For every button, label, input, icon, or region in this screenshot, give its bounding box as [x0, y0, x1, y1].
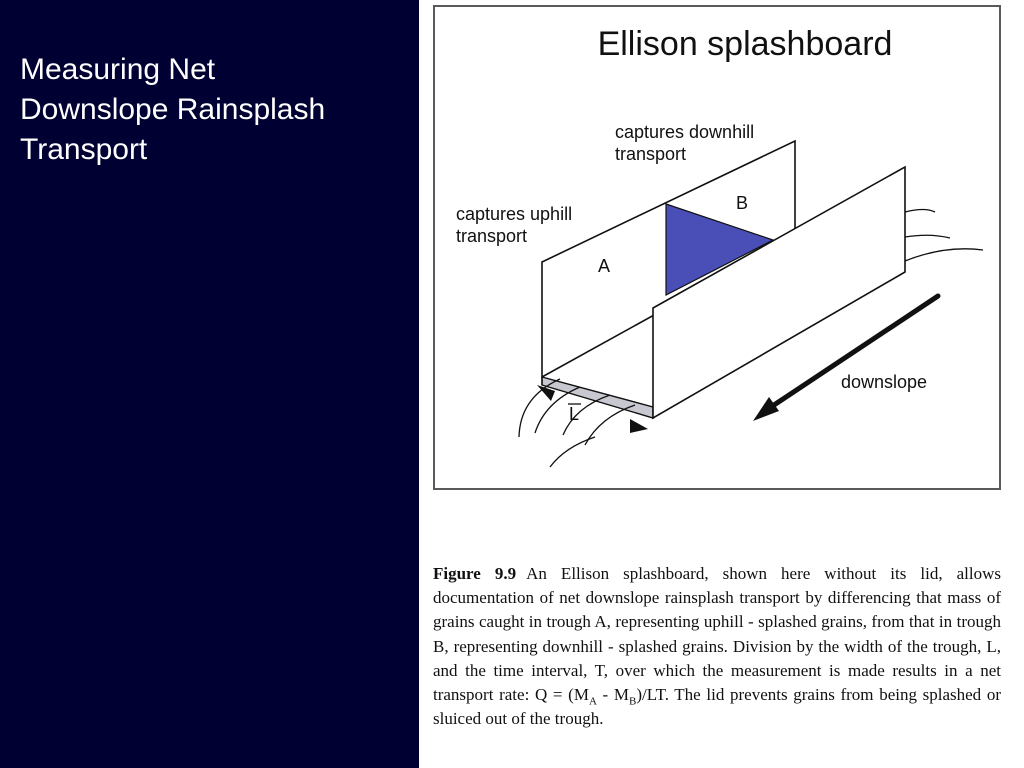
caption-sub-b: B	[629, 695, 637, 708]
label-trough-a: A	[598, 256, 611, 276]
downslope-arrow-shaft	[768, 293, 941, 410]
splash-arc	[904, 248, 984, 262]
label-captures-downhill-line-1: captures downhill	[615, 122, 755, 142]
splash-arc	[549, 436, 596, 468]
splash-arc	[904, 208, 936, 213]
label-captures-uphill: captures uphill transport	[456, 203, 572, 247]
slide-title: Measuring Net Downslope Rainsplash Trans…	[20, 50, 400, 170]
caption-text-1: An Ellison splashboard, shown here witho…	[433, 564, 1001, 705]
splashboard-diagram: Ellison splashboard captures downhill tr…	[433, 5, 1001, 490]
label-downslope: downslope	[841, 372, 928, 392]
front-board	[652, 165, 906, 420]
figure-label: Figure 9.9	[433, 564, 517, 583]
splash-arc	[904, 234, 951, 239]
width-marker-right	[630, 419, 648, 433]
label-trough-b: B	[736, 193, 749, 213]
label-width-l: L	[569, 404, 580, 424]
slide-title-line-2: Downslope Rainsplash	[20, 93, 326, 126]
trough-floor	[541, 376, 654, 419]
label-captures-uphill-line-1: captures uphill	[456, 204, 573, 224]
diagram-title: Ellison splashboard	[597, 25, 893, 63]
downslope-arrow-head	[753, 397, 779, 421]
figure-panel: Ellison splashboard captures downhill tr…	[419, 0, 1024, 768]
caption-text-3: )/LT. The lid prevents grains from being…	[433, 685, 1001, 729]
splash-arc	[534, 386, 581, 434]
caption-sub-a: A	[588, 695, 597, 708]
label-captures-downhill-line-2: transport	[615, 144, 687, 164]
width-marker-left	[537, 385, 555, 401]
caption-text-2: - M	[596, 685, 630, 705]
label-captures-downhill: captures downhill transport	[615, 121, 754, 165]
label-captures-uphill-line-2: transport	[456, 226, 528, 246]
splash-arc	[518, 378, 561, 438]
slide-title-line-3: Transport	[20, 133, 148, 166]
trough-b-triangle	[665, 203, 775, 296]
splashboard-drawing	[518, 139, 984, 468]
splash-arc	[562, 394, 611, 436]
slide-title-line-1: Measuring Net	[20, 53, 216, 86]
